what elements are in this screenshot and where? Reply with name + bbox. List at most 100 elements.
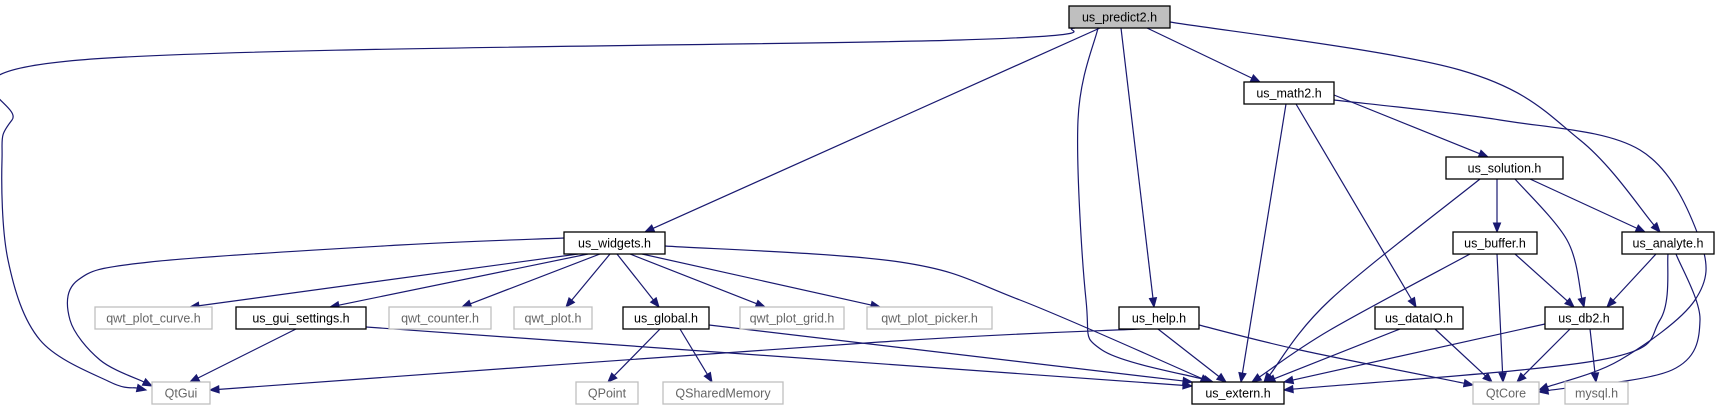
node-box: [1544, 306, 1624, 330]
node-label: QPoint: [588, 387, 627, 401]
node-us_db2[interactable]: us_db2.h: [1544, 306, 1624, 330]
edge-line: [1333, 99, 1707, 388]
edge-arrowhead: [1577, 296, 1586, 309]
edge-us_math2-to-us_solution: [1333, 94, 1490, 158]
edge-line: [629, 253, 757, 305]
edge-arrowhead: [607, 372, 618, 383]
node-us_widgets[interactable]: us_widgets.h: [563, 231, 666, 255]
edge-line: [1169, 21, 1655, 226]
edge-us_predict2-to-us_analyte: [1169, 21, 1661, 234]
edge-line: [1274, 328, 1401, 380]
node-box: [388, 306, 492, 330]
node-qwt_counter: qwt_counter.h: [388, 306, 492, 330]
node-label: QSharedMemory: [675, 387, 771, 401]
edge-line: [1496, 253, 1504, 374]
node-label: us_help.h: [1132, 312, 1186, 326]
edge-arrowhead: [135, 383, 148, 393]
edge-arrowhead: [1492, 222, 1502, 234]
node-layer: us_predict2.h us_math2.h us_solution.h us_w…: [94, 5, 1715, 405]
node-QtGui: QtGui: [151, 381, 211, 405]
node-label: qwt_plot.h: [525, 312, 582, 326]
node-box: [1243, 81, 1335, 105]
edge-line: [1434, 328, 1486, 377]
edge-arrowhead: [1590, 372, 1600, 384]
node-label: us_analyte.h: [1633, 237, 1704, 251]
edge-us_db2-to-QtCore: [1516, 328, 1571, 383]
node-label: qwt_plot_curve.h: [106, 312, 201, 326]
edge-arrowhead: [141, 377, 154, 387]
edge-arrowhead: [643, 224, 656, 233]
node-us_buffer[interactable]: us_buffer.h: [1452, 231, 1538, 255]
edge-us_widgets-to-us_gui_settings: [328, 253, 589, 310]
node-us_predict2[interactable]: us_predict2.h: [1068, 5, 1171, 29]
edge-line: [1295, 103, 1412, 300]
edge-us_dataIO-to-us_extern: [1264, 328, 1401, 383]
edge-us_help-to-us_extern: [1157, 328, 1228, 383]
edge-line: [641, 253, 872, 306]
edge-arrowhead: [1148, 297, 1158, 309]
edge-us_math2-to-us_extern: [1238, 103, 1287, 384]
edge-line: [664, 245, 1202, 379]
edge-line: [1259, 253, 1471, 378]
edge-us_gui_settings-to-us_extern: [365, 326, 1194, 390]
edge-arrowhead: [565, 296, 576, 309]
edge-line: [198, 253, 579, 307]
node-us_extern[interactable]: us_extern.h: [1191, 381, 1285, 405]
edge-us_widgets-to-qwt_counter: [460, 253, 601, 308]
edge-line: [218, 328, 1141, 390]
edge-line: [613, 328, 661, 376]
edge-arrowhead: [1182, 376, 1194, 386]
node-box: [1374, 306, 1464, 330]
edge-arrowhead: [1407, 296, 1417, 309]
node-box: [151, 381, 211, 405]
node-us_analyte[interactable]: us_analyte.h: [1621, 231, 1715, 255]
edge-us_widgets-to-QtGui: [66, 237, 565, 387]
node-us_global[interactable]: us_global.h: [622, 306, 710, 330]
edge-us_analyte-to-us_extern: [1282, 253, 1669, 394]
edge-us_db2-to-us_extern: [1282, 323, 1546, 385]
edge-line: [1333, 94, 1480, 155]
edge-arrowhead: [1477, 149, 1490, 158]
node-qwt_plot_grid: qwt_plot_grid.h: [739, 306, 845, 330]
node-us_solution[interactable]: us_solution.h: [1445, 156, 1564, 180]
node-box: [563, 231, 666, 255]
node-box: [662, 381, 784, 405]
node-box: [235, 306, 367, 330]
edge-us_help-to-QtCore: [1198, 324, 1475, 388]
node-label: us_db2.h: [1558, 312, 1609, 326]
edge-arrowhead: [1516, 372, 1527, 383]
edge-arrowhead: [1250, 373, 1263, 383]
node-box: [1068, 5, 1171, 29]
edge-line: [1292, 323, 1546, 381]
node-us_dataIO[interactable]: us_dataIO.h: [1374, 306, 1464, 330]
node-us_help[interactable]: us_help.h: [1118, 306, 1200, 330]
edge-line: [1612, 253, 1657, 301]
node-label: us_predict2.h: [1082, 11, 1157, 25]
edge-us_buffer-to-us_extern: [1250, 253, 1471, 383]
edge-line: [1077, 27, 1205, 381]
node-label: us_buffer.h: [1464, 237, 1526, 251]
edge-line: [1269, 178, 1481, 376]
node-box: [513, 306, 593, 330]
node-QPoint: QPoint: [575, 381, 639, 405]
edge-line: [1522, 328, 1571, 377]
edge-arrowhead: [1238, 371, 1247, 384]
node-label: us_gui_settings.h: [252, 312, 349, 326]
node-box: [1472, 381, 1540, 405]
edge-us_math2-to-us_dataIO: [1295, 103, 1417, 309]
edge-arrowhead: [754, 299, 767, 308]
edge-arrowhead: [1282, 375, 1295, 385]
edge-line: [0, 27, 1076, 389]
node-us_math2[interactable]: us_math2.h: [1243, 81, 1335, 105]
edge-line: [708, 324, 1184, 382]
node-box: [1445, 156, 1564, 180]
edge-line: [365, 326, 1184, 386]
edge-us_analyte-to-us_db2: [1606, 253, 1657, 308]
edge-us_predict2-to-us_widgets: [643, 27, 1101, 233]
edge-us_widgets-to-us_global: [616, 253, 660, 309]
edge-arrowhead: [649, 296, 660, 309]
node-us_gui_settings[interactable]: us_gui_settings.h: [235, 306, 367, 330]
edge-arrowhead: [1650, 221, 1661, 234]
node-label: us_dataIO.h: [1385, 312, 1453, 326]
edge-arrowhead: [1634, 224, 1647, 233]
